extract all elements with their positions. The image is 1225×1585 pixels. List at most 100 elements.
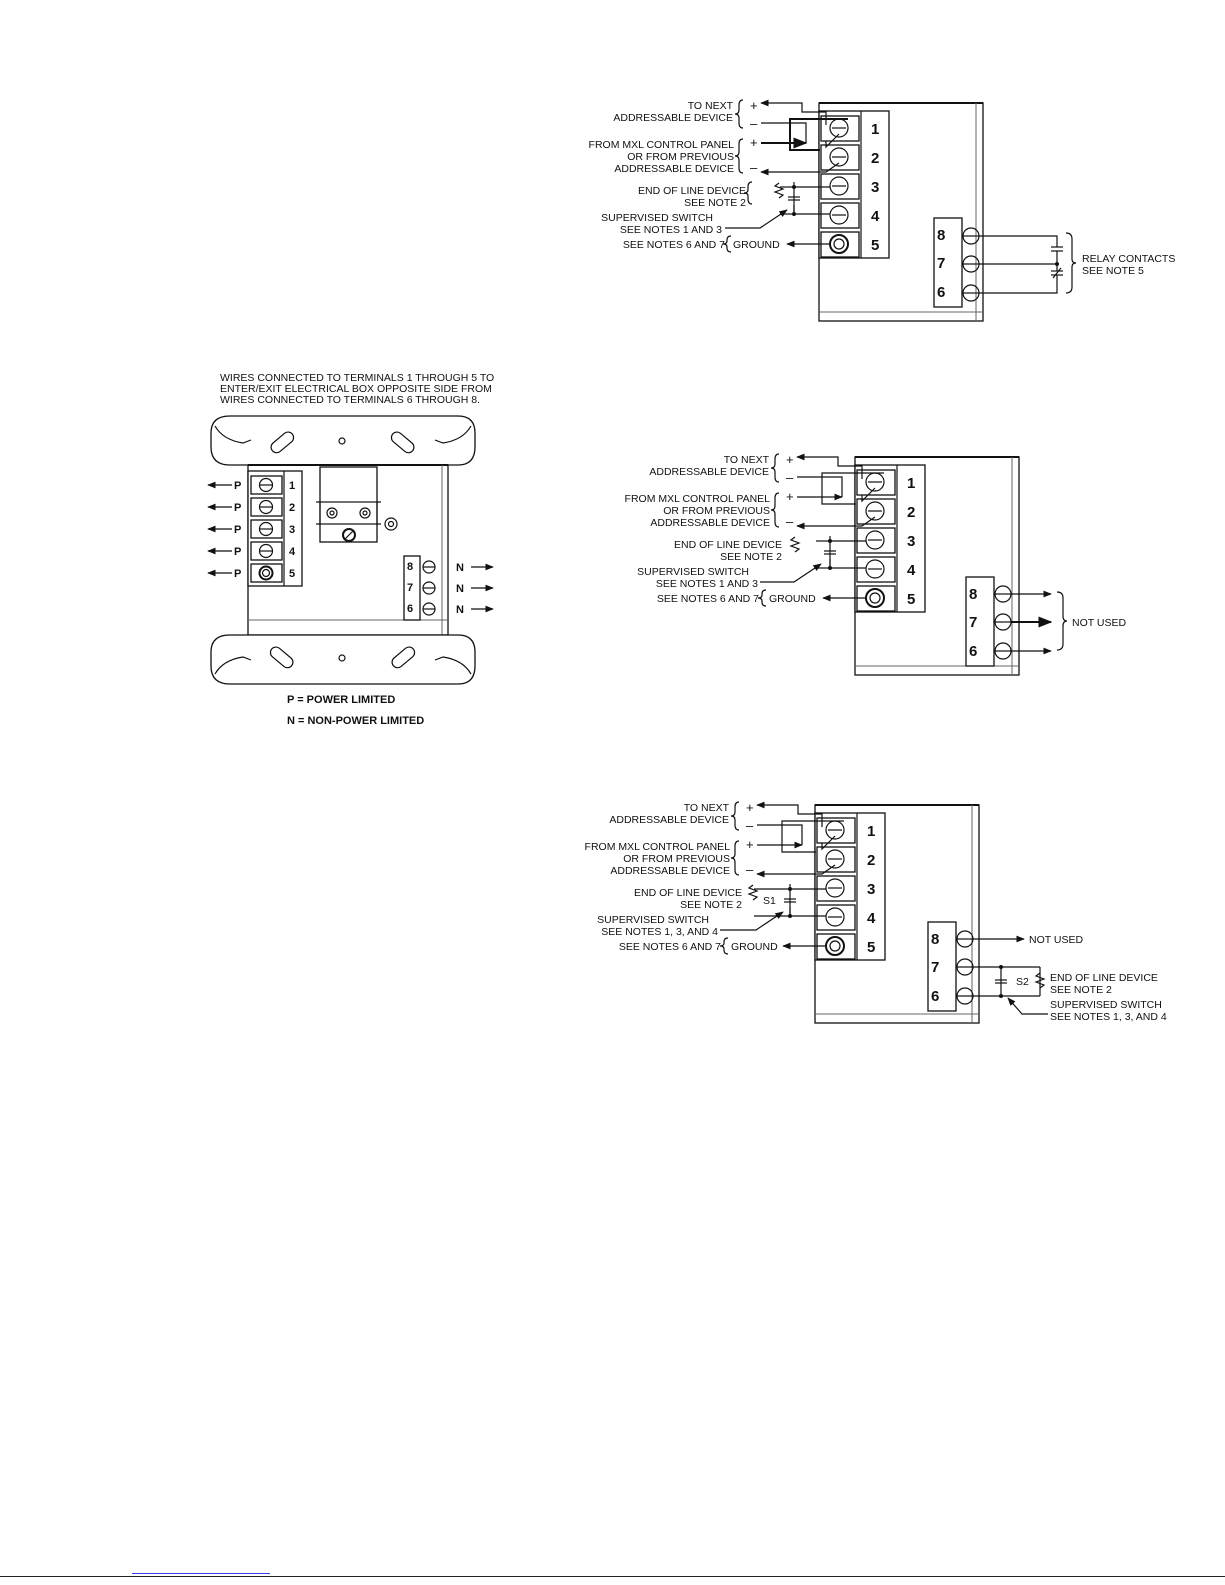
svg-text:FROM MXL CONTROL PANEL: FROM MXL CONTROL PANEL [585,841,731,853]
svg-text:3: 3 [289,524,295,536]
non-power-limited-arrows: N N N [456,562,494,616]
svg-text:ADDRESSABLE DEVICE: ADDRESSABLE DEVICE [613,112,733,124]
svg-text:7: 7 [407,582,413,594]
svg-text:P: P [234,524,241,536]
svg-text:N: N [456,562,464,574]
svg-text:SEE NOTE 2: SEE NOTE 2 [680,899,742,911]
svg-text:+: + [746,837,754,852]
diagram-not-used: 1 2 3 4 5 8 7 6 NOT USED + – [625,452,1126,676]
svg-text:+: + [750,135,758,150]
svg-text:SEE NOTE 2: SEE NOTE 2 [684,197,746,209]
diagram-relay-contacts: 1 2 3 4 5 8 7 6 RELAY CONTACTS SEE NOTE … [589,98,1175,322]
svg-text:N: N [456,583,464,595]
terminal-4-label: 4 [871,208,880,225]
terminal-6-label: 6 [937,284,945,301]
not-used-label: NOT USED [1072,617,1126,629]
svg-text:8: 8 [931,931,939,948]
footer-link-underline[interactable] [132,1573,270,1574]
legend-power-limited: P = POWER LIMITED [287,694,395,706]
svg-text:–: – [746,862,754,877]
terminal-screws [816,817,856,960]
to-next-label: TO NEXT [688,100,734,112]
svg-text:SEE NOTES 1, 3, AND 4: SEE NOTES 1, 3, AND 4 [1050,1011,1167,1023]
switch2-label: SUPERVISED SWITCH [1050,999,1162,1011]
svg-text:5: 5 [867,939,875,956]
svg-text:8: 8 [969,586,977,603]
svg-text:OR FROM PREVIOUS: OR FROM PREVIOUS [627,151,734,163]
header-line-1: WIRES CONNECTED TO TERMINALS 1 THROUGH 5… [220,372,494,384]
eol-label: END OF LINE DEVICE [638,185,746,197]
minus-sign: – [750,116,758,131]
svg-text:–: – [786,470,794,485]
diagram-module-top-view: WIRES CONNECTED TO TERMINALS 1 THROUGH 5… [207,372,494,727]
svg-text:ADDRESSABLE DEVICE: ADDRESSABLE DEVICE [649,466,769,478]
svg-text:–: – [750,160,758,175]
terminal-3-label: 3 [871,179,879,196]
svg-text:SEE NOTES 6 AND 7: SEE NOTES 6 AND 7 [619,941,721,953]
svg-text:P: P [234,546,241,558]
svg-text:ADDRESSABLE DEVICE: ADDRESSABLE DEVICE [650,517,770,529]
relay-terminal-block [933,217,963,308]
header-line-3: WIRES CONNECTED TO TERMINALS 6 THROUGH 8… [220,394,480,406]
svg-text:SEE NOTES 1 AND 3: SEE NOTES 1 AND 3 [620,224,722,236]
svg-text:5: 5 [907,591,915,608]
relay-note-label: SEE NOTE 5 [1082,265,1144,277]
svg-text:OR FROM PREVIOUS: OR FROM PREVIOUS [623,853,730,865]
svg-text:4: 4 [907,562,916,579]
power-limited-arrows: P P P P P [207,480,241,580]
svg-text:SEE NOTE 2: SEE NOTE 2 [1050,984,1112,996]
svg-text:4: 4 [289,546,296,558]
terminal-screws [856,469,896,612]
svg-text:ADDRESSABLE DEVICE: ADDRESSABLE DEVICE [609,814,729,826]
svg-text:+: + [746,800,754,815]
svg-text:–: – [746,818,754,833]
relay-terminal-block [403,555,421,621]
terminal-5-label: 5 [871,237,879,254]
svg-text:5: 5 [289,568,295,580]
not-used-label: NOT USED [1029,934,1083,946]
svg-text:SEE NOTES 1 AND 3: SEE NOTES 1 AND 3 [656,578,758,590]
svg-text:2: 2 [907,504,915,521]
svg-text:END OF LINE DEVICE: END OF LINE DEVICE [674,539,782,551]
svg-text:3: 3 [907,533,915,550]
svg-text:GROUND: GROUND [769,593,816,605]
terminal-1-label: 1 [871,121,879,138]
terminal-8-label: 8 [937,227,945,244]
svg-text:SEE NOTES 6 AND 7: SEE NOTES 6 AND 7 [657,593,759,605]
svg-text:+: + [786,452,794,467]
relay-terminal-block [927,921,957,1012]
terminal-screws [250,475,283,583]
relay-terminal-block [965,576,995,667]
svg-text:2: 2 [867,852,875,869]
ground-label: GROUND [733,239,780,251]
svg-text:6: 6 [407,603,413,615]
svg-text:GROUND: GROUND [731,941,778,953]
svg-text:3: 3 [867,881,875,898]
svg-text:1: 1 [289,480,295,492]
switch-label: SUPERVISED SWITCH [601,212,713,224]
svg-text:SEE NOTE 2: SEE NOTE 2 [720,551,782,563]
legend-non-power-limited: N = NON-POWER LIMITED [287,715,424,727]
relay-contacts-label: RELAY CONTACTS [1082,253,1175,265]
svg-text:P: P [234,502,241,514]
svg-text:SEE NOTES 1, 3, AND 4: SEE NOTES 1, 3, AND 4 [601,926,718,938]
svg-text:7: 7 [969,614,977,631]
svg-text:P: P [234,568,241,580]
svg-text:–: – [786,514,794,529]
header-line-2: ENTER/EXIT ELECTRICAL BOX OPPOSITE SIDE … [220,383,492,395]
footer-rule [0,1576,1225,1577]
svg-text:SUPERVISED SWITCH: SUPERVISED SWITCH [597,914,709,926]
svg-text:P: P [234,480,241,492]
svg-text:1: 1 [907,475,915,492]
svg-text:4: 4 [867,910,876,927]
svg-text:7: 7 [931,959,939,976]
s1-label: S1 [763,895,776,907]
svg-text:TO NEXT: TO NEXT [684,802,730,814]
svg-text:SUPERVISED SWITCH: SUPERVISED SWITCH [637,566,749,578]
center-bracket [319,466,378,543]
svg-text:ADDRESSABLE DEVICE: ADDRESSABLE DEVICE [614,163,734,175]
svg-text:END OF LINE DEVICE: END OF LINE DEVICE [634,887,742,899]
svg-text:+: + [786,489,794,504]
svg-text:2: 2 [289,502,295,514]
